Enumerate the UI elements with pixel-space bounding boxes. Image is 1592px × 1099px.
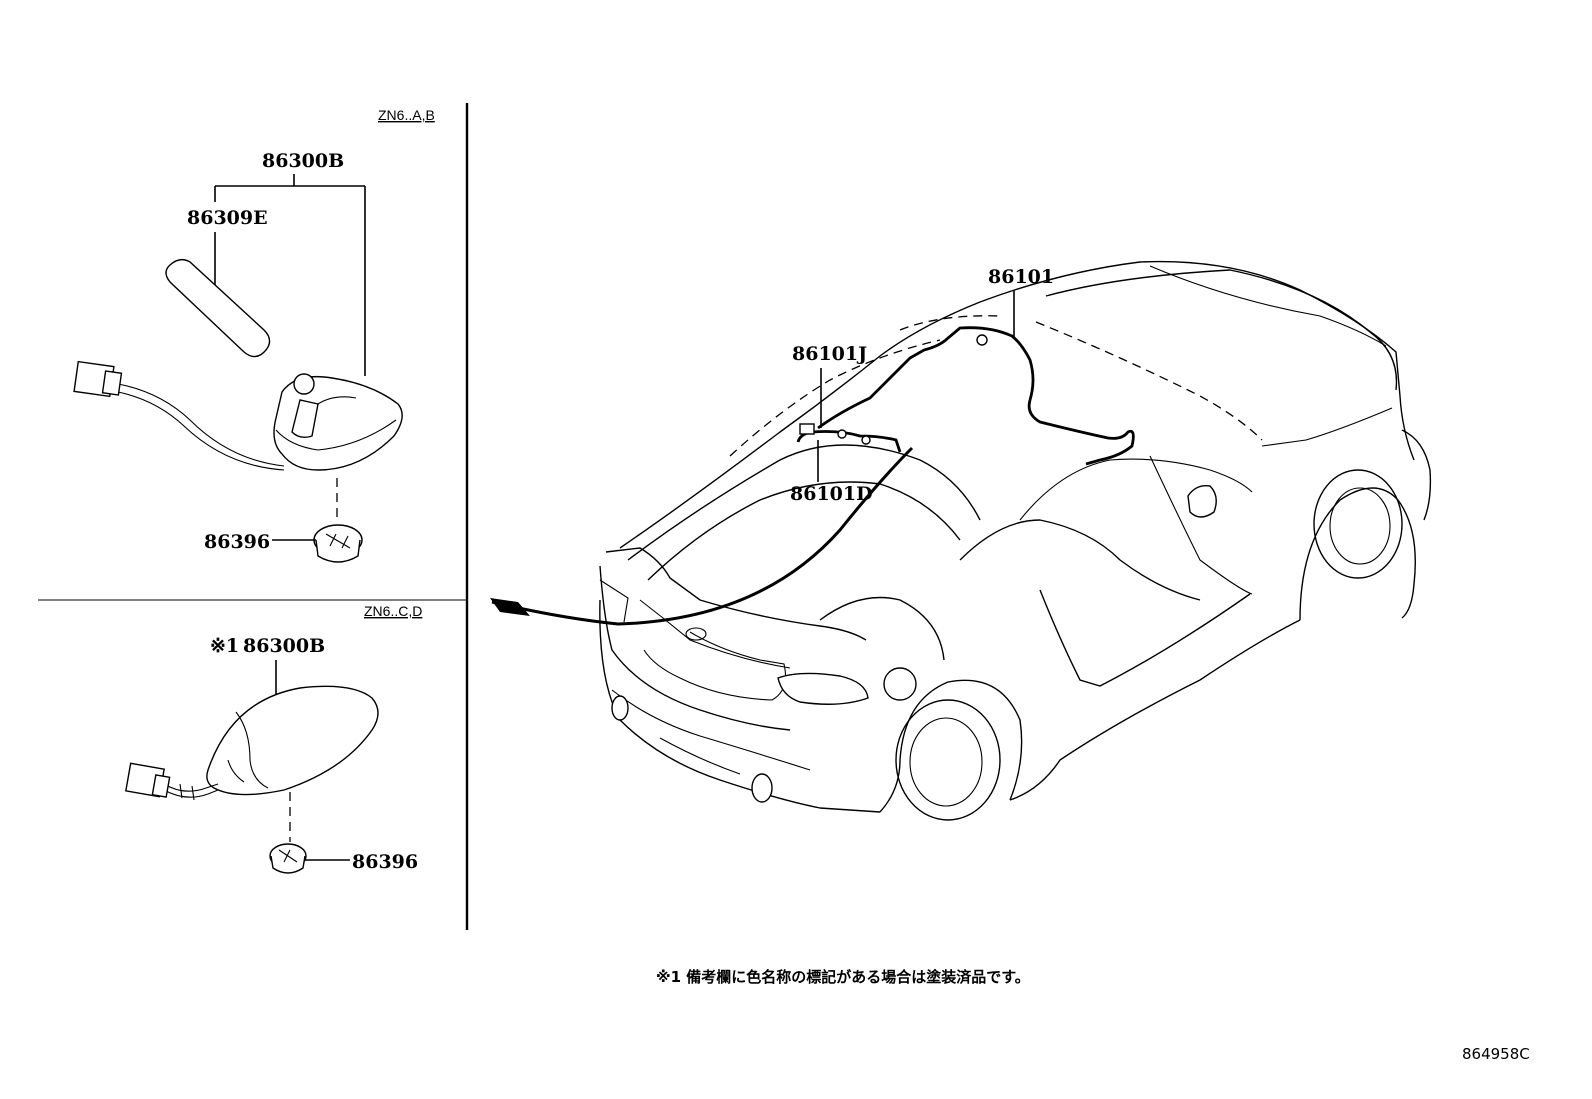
fin-cable-connector-icon [125,762,219,801]
label-cord-main[interactable]: 86101 [988,266,1054,288]
label-cord-d[interactable]: 86101D [790,483,873,505]
label-base-nut-bottom[interactable]: 86396 [352,851,418,873]
base-nut-icon-bottom [269,843,307,874]
label-antenna-assy-bottom[interactable]: 86300B [243,635,325,657]
base-nut-icon-top [313,524,363,563]
footnote: ※1 備考欄に色名称の標記がある場合は塗装済品です。 [656,968,1030,986]
variant-top: ZN6..A,B 86300B 86309E [73,107,435,563]
variant-bottom: ZN6..C,D ※1 86300B 86396 [125,603,422,874]
vehicle-outline [490,260,1432,821]
shark-fin-antenna-icon [206,685,379,796]
label-base-nut-top[interactable]: 86396 [204,531,270,553]
variant-top-code: ZN6..A,B [378,107,435,123]
label-cord-j[interactable]: 86101J [792,343,867,365]
illustration-code: 864958C [1462,1045,1530,1063]
label-antenna-rod[interactable]: 86309E [187,207,268,229]
roof-pointer-arrow [491,446,914,626]
leader-assy-bracket [214,174,366,376]
antenna-rod-icon [165,258,271,358]
label-painted-mark: ※1 [210,635,239,657]
variant-bottom-code: ZN6..C,D [364,603,422,619]
antenna-cable-connector-icon [73,360,285,471]
antenna-base-icon [273,373,403,471]
label-antenna-assy-top[interactable]: 86300B [262,150,344,172]
